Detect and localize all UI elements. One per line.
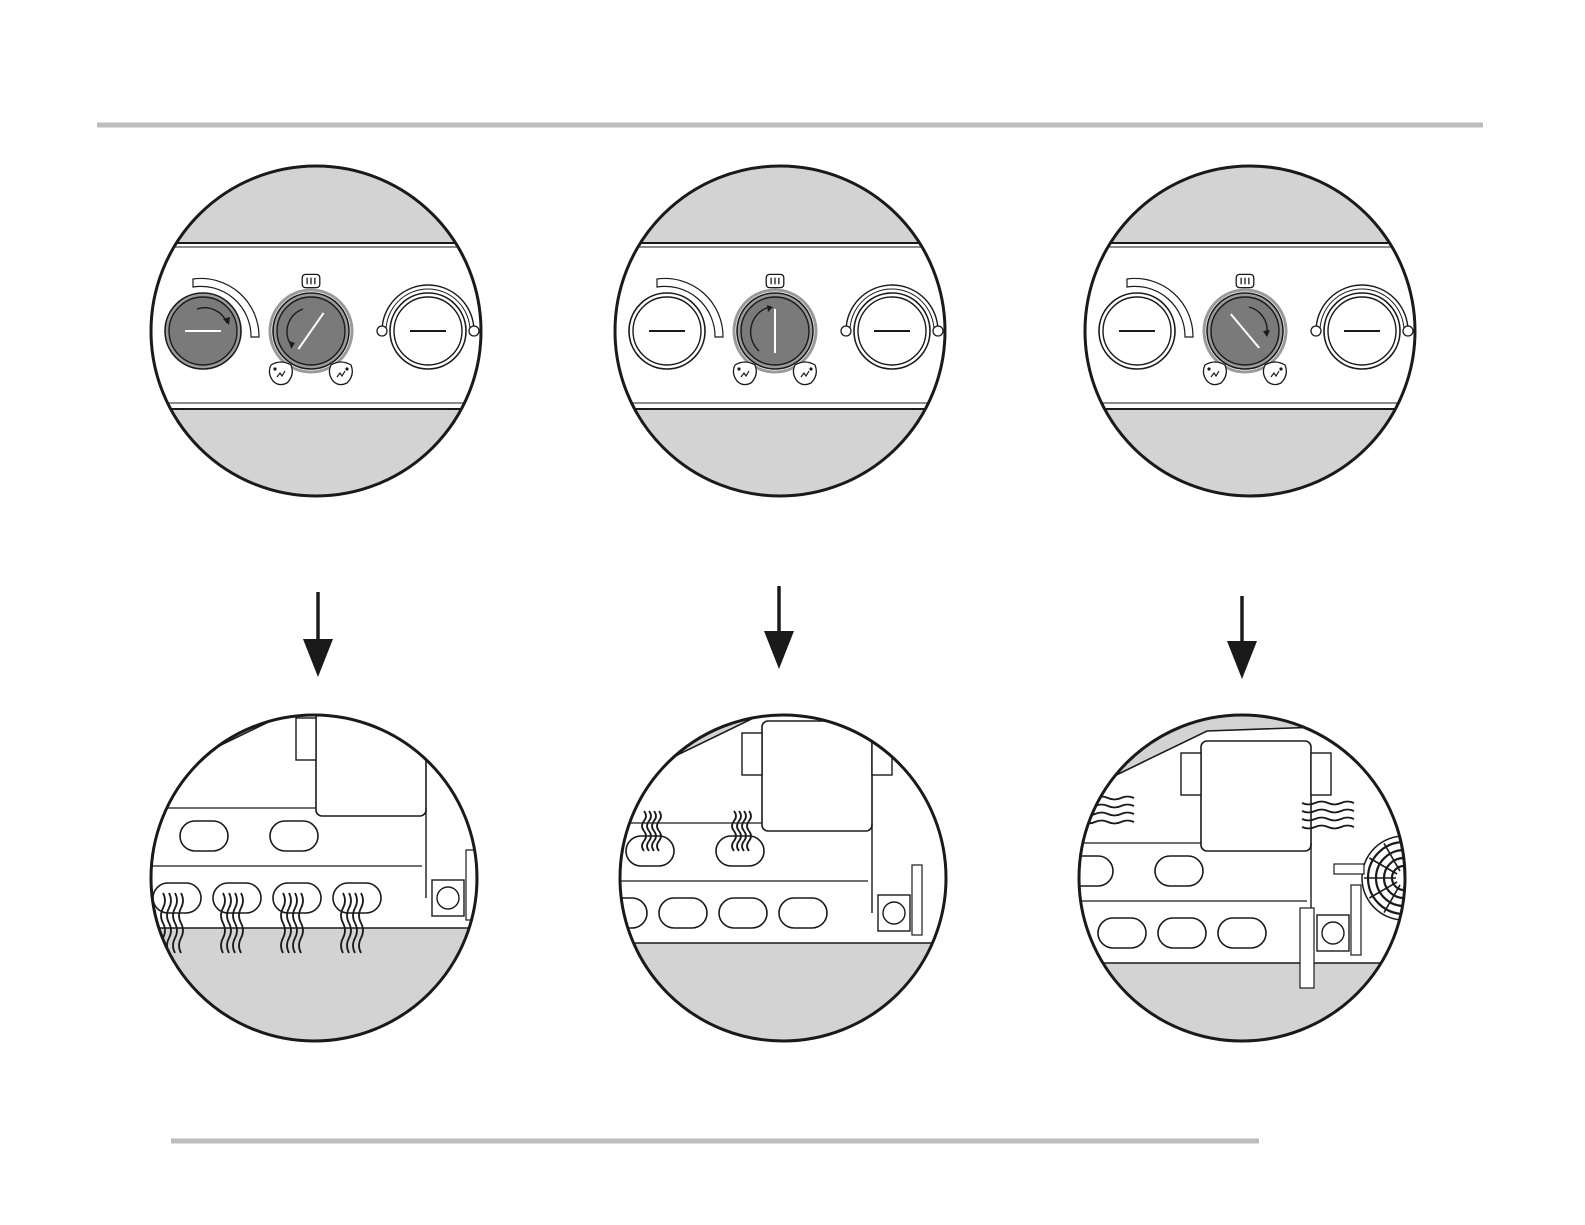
mode-symbol-dot: [1279, 367, 1282, 370]
selector-knob: [1207, 293, 1283, 369]
upper-vent: [270, 821, 318, 851]
mode-symbol-dot: [809, 367, 812, 370]
mode-symbol-icon: [329, 362, 352, 385]
mode-symbol-dot: [345, 367, 348, 370]
fitting-pipe: [912, 865, 922, 935]
fitting-hole: [437, 887, 459, 909]
fitting-hole: [1322, 922, 1344, 944]
housing-tab-left: [1181, 753, 1201, 795]
left-knob: [1099, 293, 1175, 369]
fan-shaft: [1334, 864, 1364, 874]
mode-symbol-dot: [273, 367, 276, 370]
right-knob: [390, 293, 466, 369]
selector-knob: [737, 293, 813, 369]
selector-top-heat-icon: [1236, 274, 1254, 287]
housing-tab-right: [1311, 753, 1331, 795]
lower-vent: [1218, 918, 1266, 948]
mode-symbol-icon: [733, 362, 756, 385]
right-track-stop: [1311, 326, 1321, 336]
selector-top-heat-icon: [766, 274, 784, 287]
mode-symbol-dot: [737, 367, 740, 370]
lower-vent: [1158, 918, 1206, 948]
right-track-stop: [377, 326, 387, 336]
mode-symbol-icon: [793, 362, 816, 385]
element-housing: [762, 721, 872, 831]
lower-vent: [719, 898, 767, 928]
thermostat-probe: [1300, 908, 1314, 988]
selector-top-heat-icon: [302, 274, 320, 287]
lower-vent: [779, 898, 827, 928]
mode-symbol-dot: [1207, 367, 1210, 370]
left-knob: [165, 293, 241, 369]
lower-vent: [1098, 918, 1146, 948]
right-track-stop: [841, 326, 851, 336]
right-track-stop: [1403, 326, 1413, 336]
mode-symbol-icon: [269, 362, 292, 385]
right-knob: [1324, 293, 1400, 369]
fitting-hole: [883, 902, 905, 924]
right-knob: [854, 293, 930, 369]
mode-symbol-icon: [1263, 362, 1286, 385]
right-track-stop: [933, 326, 943, 336]
right-track-stop: [469, 326, 479, 336]
upper-vent: [1155, 856, 1203, 886]
element-housing: [1201, 741, 1311, 851]
fitting-pipe: [1351, 885, 1361, 955]
left-knob: [629, 293, 705, 369]
mode-symbol-icon: [1203, 362, 1226, 385]
upper-vent: [180, 821, 228, 851]
housing-tab-left: [742, 733, 762, 775]
housing-tab-left: [296, 718, 316, 760]
lower-vent: [659, 898, 707, 928]
selector-knob: [273, 293, 349, 369]
